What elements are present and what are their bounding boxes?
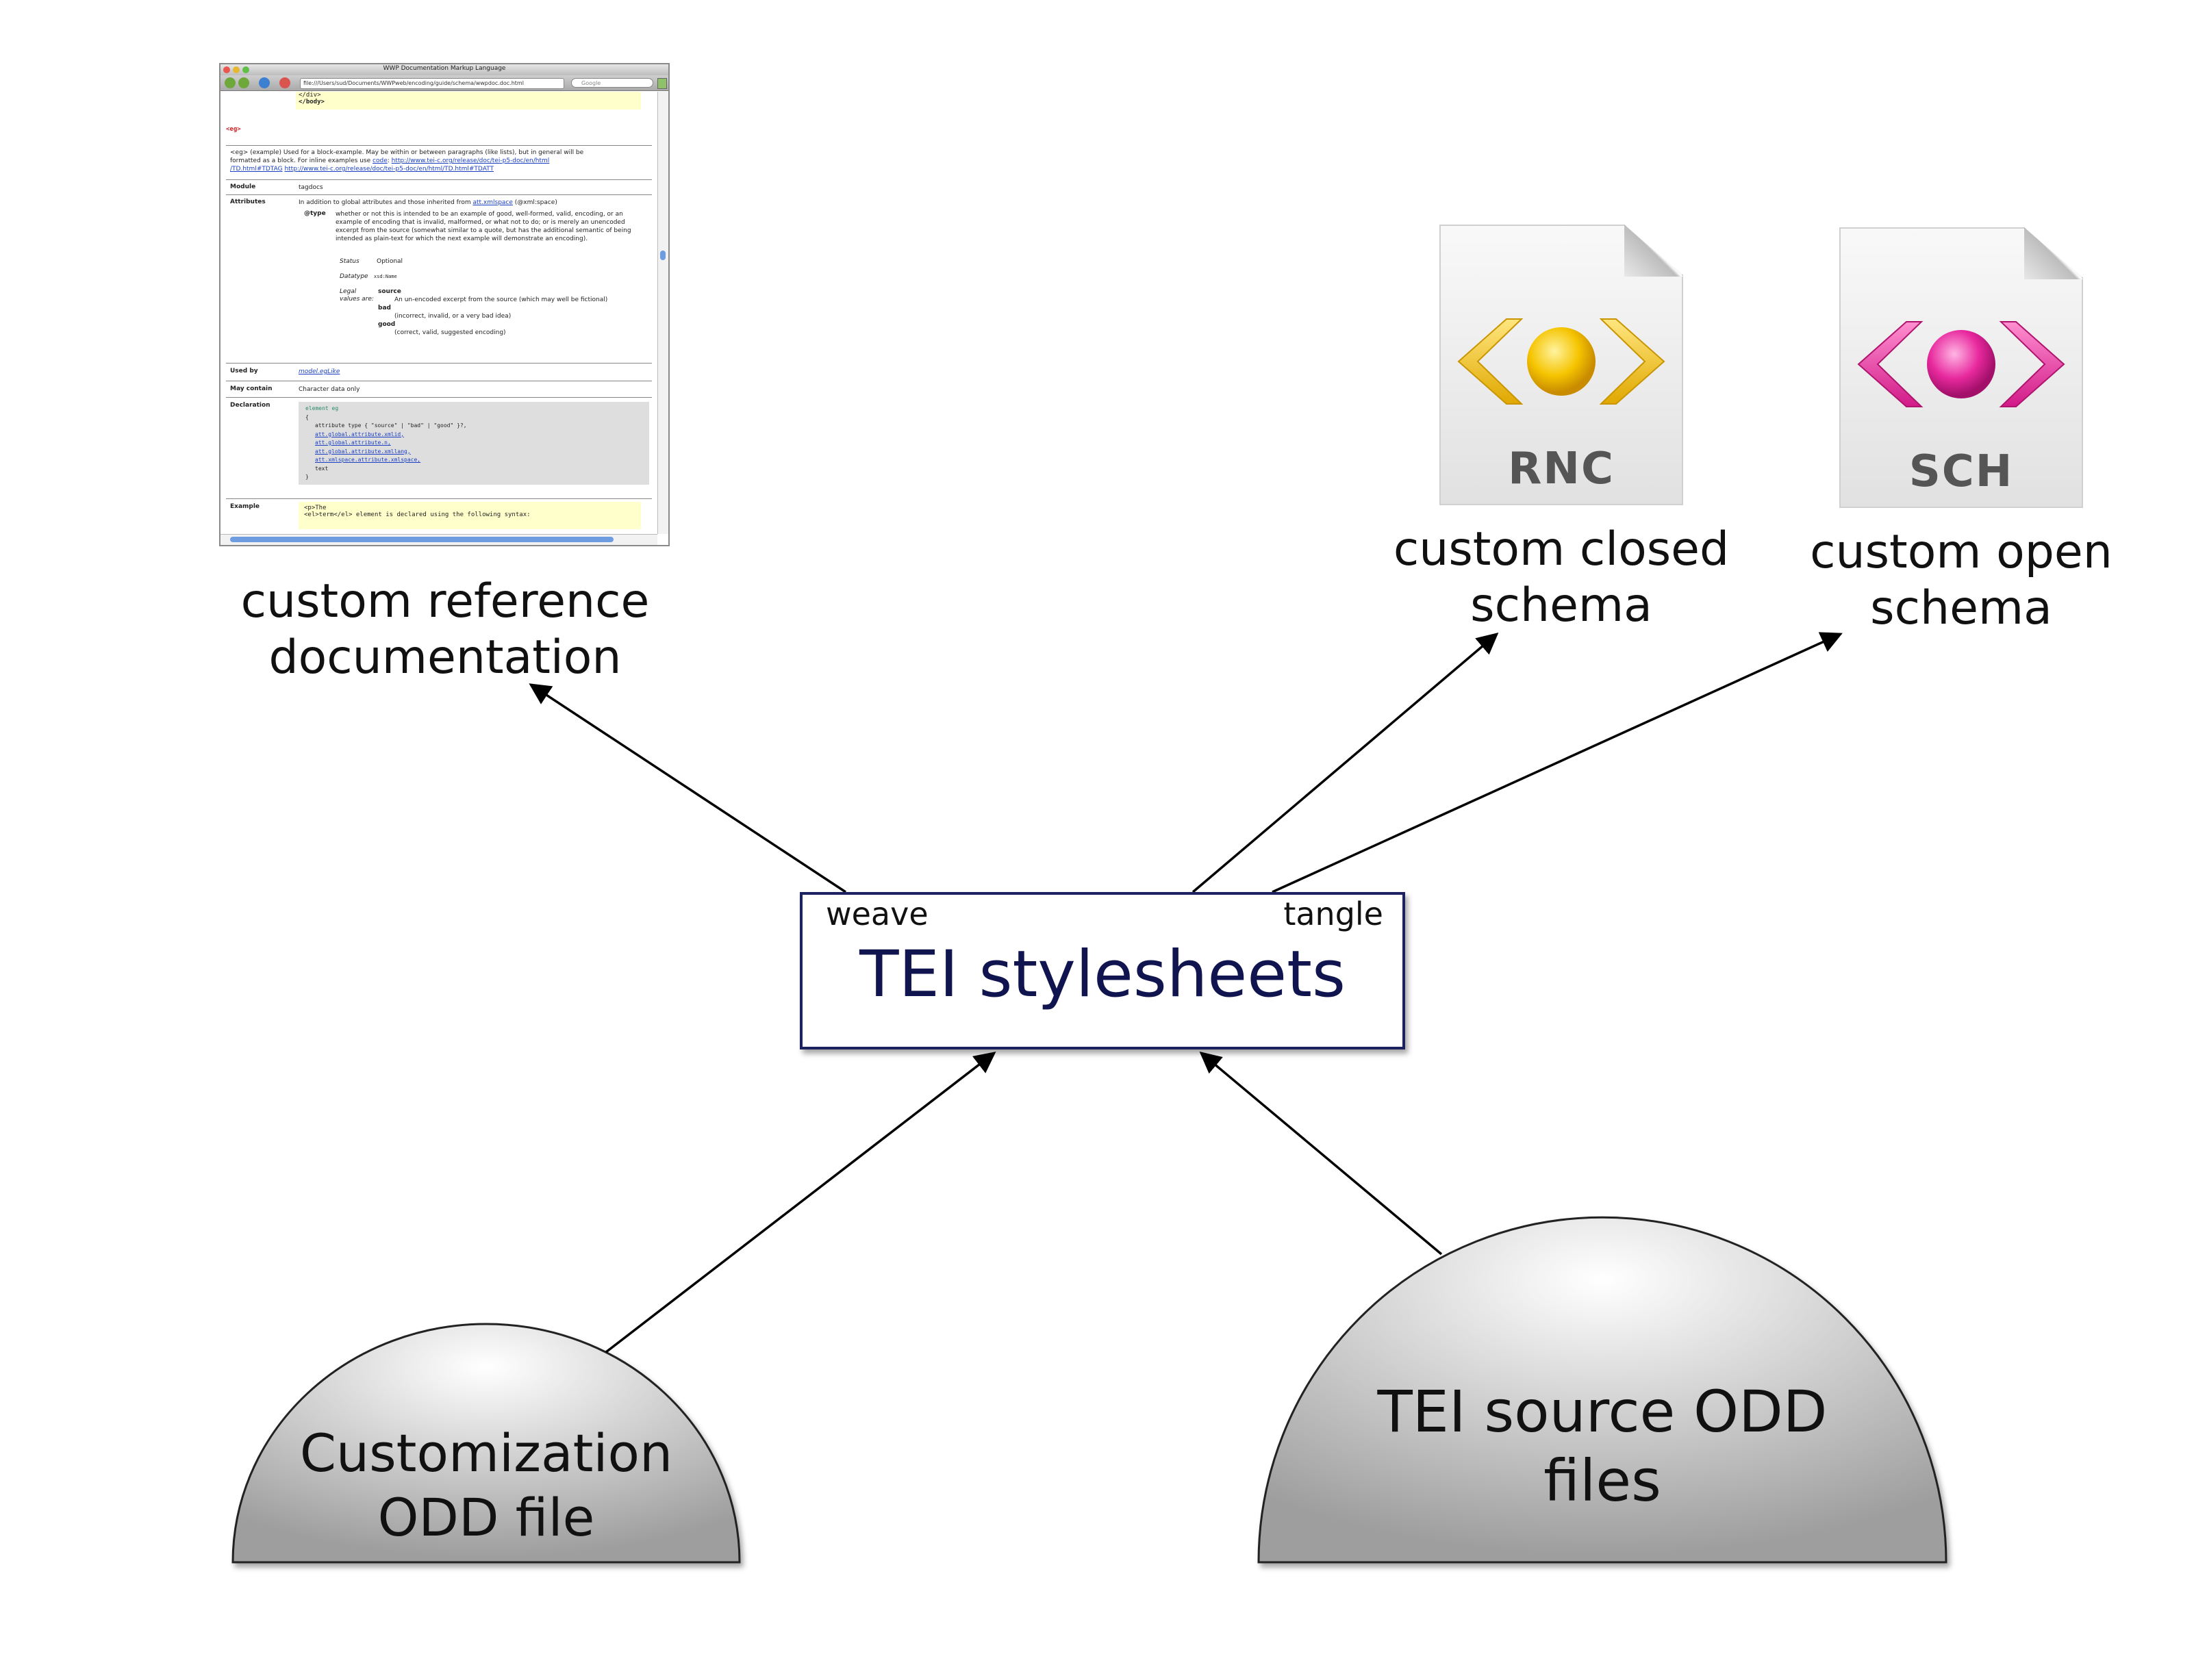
weave-label: weave [826, 895, 929, 932]
usedby-link[interactable]: model.egLike [299, 368, 340, 375]
legal-value-desc: An un-encoded excerpt from the source (w… [394, 296, 608, 303]
usedby-row: Used by model.egLike [226, 363, 652, 381]
row-value: In addition to global attributes and tho… [299, 199, 473, 206]
tangle-label: tangle [1283, 895, 1383, 932]
rnc-extension-label: RNC [1508, 444, 1615, 494]
horizontal-scroll-thumb[interactable] [230, 537, 614, 542]
row-label: Example [230, 503, 260, 510]
source-odd-dome [1257, 1216, 1947, 1564]
row-label: Used by [230, 368, 258, 374]
bookmark-icon [657, 78, 667, 89]
code-line: { [305, 413, 309, 420]
desc-line: <eg> (example) Used for a block-example.… [230, 149, 584, 156]
code-top: </div> </body> [296, 92, 641, 110]
row-label: Module [230, 183, 256, 190]
legal-value: good [378, 321, 396, 328]
code-line[interactable]: att.xmlspace.attribute.xmlspace, [315, 457, 421, 463]
legal-value-desc: (incorrect, invalid, or a very bad idea) [394, 313, 512, 320]
customization-odd-label: Customization ODD file [299, 1423, 673, 1549]
att-link[interactable]: att.xmlspace [472, 199, 513, 206]
open-schema-label: custom open schema [1810, 525, 2113, 635]
stop-icon [279, 77, 290, 88]
vertical-scroll-thumb[interactable] [660, 251, 666, 260]
vertical-scrollbar[interactable] [657, 92, 668, 534]
declaration-code: element eg { attribute type { "source" |… [299, 402, 649, 485]
arrow-tangle-to-closed-schema [1191, 632, 1499, 893]
desc-line: formatted as a block. For inline example… [230, 157, 373, 164]
source-odd-label: TEI source ODD files [1377, 1378, 1828, 1514]
forward-icon [238, 77, 249, 88]
horizontal-scrollbar[interactable] [220, 534, 657, 545]
desc-link[interactable]: code [373, 157, 388, 164]
desc-link[interactable]: /TD.html#TDTAG [230, 166, 283, 173]
code-line: text [315, 465, 329, 472]
example-code: <p>The <el>term</el> element is declared… [299, 502, 641, 529]
row-value: Character data only [299, 386, 360, 393]
row-label: May contain [230, 385, 273, 392]
back-icon [225, 77, 236, 88]
stylesheets-title: TEI stylesheets [859, 937, 1346, 1012]
desc-link[interactable]: http://www.tei-c.org/release/doc/tei-p5-… [284, 166, 494, 173]
datatype-label: Datatype [340, 273, 368, 280]
code-line[interactable]: att.global.attribute.xmllang, [315, 448, 411, 455]
sch-extension-label: SCH [1908, 446, 2014, 497]
row-label: Declaration [230, 402, 270, 409]
code-line: element eg [305, 405, 339, 411]
legal-value: source [378, 288, 401, 295]
reload-icon [259, 77, 270, 88]
code-line: } [305, 474, 309, 480]
code-line: </div> [299, 92, 321, 99]
element-heading: <eg> [226, 126, 241, 133]
code-line[interactable]: att.global.attribute.n, [315, 440, 391, 446]
arrow-source-to-stylesheets [1199, 1051, 1443, 1256]
arrow-weave-to-documentation [529, 683, 846, 893]
minimize-dot-icon [233, 66, 240, 73]
rnc-xml-glyph-icon [1457, 318, 1665, 405]
code-line: <el>term</el> element is declared using … [304, 511, 531, 518]
description-row: <eg> (example) Used for a block-example.… [226, 145, 652, 180]
browser-toolbar: file:///Users/sud/Documents/WWPweb/encod… [220, 75, 668, 91]
row-value: (@xml:space) [512, 199, 557, 206]
attr-desc: whether or not this is intended to be an… [336, 211, 631, 242]
rnc-file-icon: RNC [1439, 225, 1683, 505]
code-line: attribute type { "source" | "bad" | "goo… [315, 422, 467, 429]
module-row: Module tagdocs [226, 179, 652, 195]
browser-window-title: WWP Documentation Markup Language [383, 65, 506, 72]
close-dot-icon [223, 66, 230, 73]
sch-file-icon: SCH [1839, 227, 2083, 508]
legal-value-desc: (correct, valid, suggested encoding) [394, 329, 506, 336]
arrow-tangle-to-open-schema [1272, 632, 1843, 893]
code-line: </body> [299, 99, 325, 105]
stylesheets-box [800, 892, 1405, 1049]
datatype-value: xsd:Name [374, 274, 397, 279]
browser-search: Google [571, 78, 653, 88]
customization-odd-dome [231, 1323, 741, 1564]
row-label: Attributes [230, 199, 266, 205]
code-line[interactable]: att.global.attribute.xmlid, [315, 431, 405, 437]
attributes-row: Attributes In addition to global attribu… [226, 194, 652, 364]
reference-documentation-label: custom reference documentation [240, 574, 650, 685]
closed-schema-label: custom closed schema [1393, 522, 1730, 633]
row-value: tagdocs [299, 184, 323, 191]
code-line: <p>The [304, 505, 327, 511]
sch-xml-glyph-icon [1857, 321, 2065, 407]
browser-titlebar: WWP Documentation Markup Language [220, 64, 668, 75]
zoom-dot-icon [242, 66, 249, 73]
arrow-customization-to-stylesheets [605, 1052, 996, 1353]
status-label: Status [340, 258, 360, 265]
desc-link[interactable]: http://www.tei-c.org/release/doc/tei-p5-… [391, 157, 550, 164]
legal-label: Legal values are: [340, 288, 374, 303]
example-row: Example <p>The <el>term</el> element is … [226, 498, 652, 533]
browser-url: file:///Users/sud/Documents/WWPweb/encod… [300, 78, 564, 89]
legal-value: bad [378, 305, 391, 311]
status-value: Optional [377, 258, 403, 265]
maycontain-row: May contain Character data only [226, 381, 652, 398]
attr-name: @type [304, 210, 326, 217]
browser-content: </div> </body> <eg> <eg> (example) Used … [220, 92, 657, 534]
reference-documentation-screenshot: WWP Documentation Markup Language file:/… [219, 63, 670, 546]
declaration-row: Declaration element eg { attribute type … [226, 397, 652, 499]
